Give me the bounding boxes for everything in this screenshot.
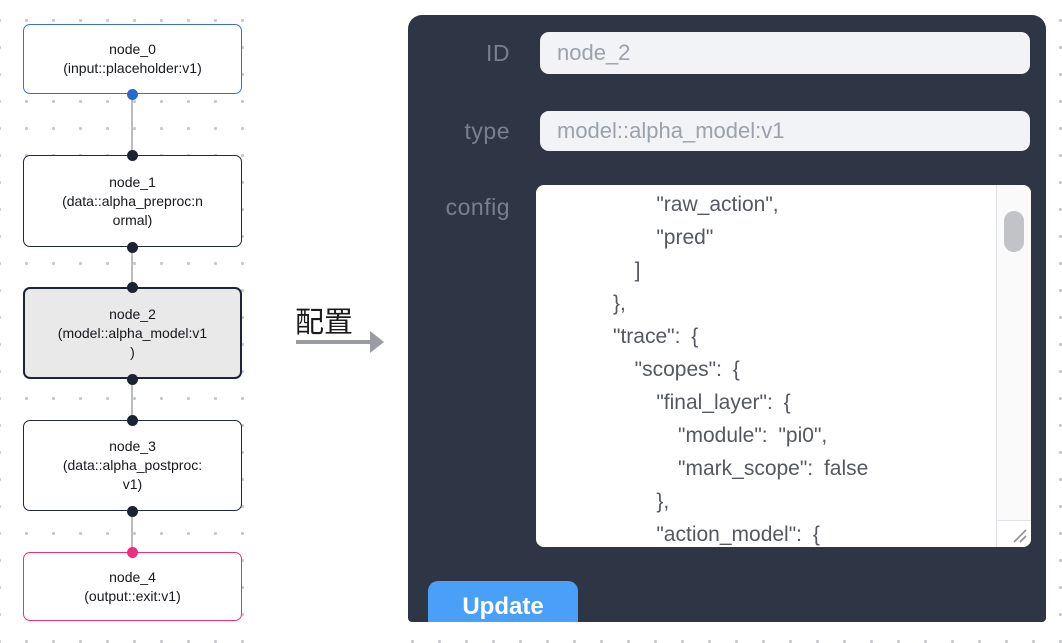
id-field-label: ID [486,40,510,66]
handle-node3-bottom[interactable] [127,505,138,517]
scrollbar-thumb[interactable] [1004,211,1024,252]
handle-node2-bottom[interactable] [127,373,138,385]
arrow-right-icon [296,329,388,355]
handle-node1-top[interactable] [127,149,138,161]
node-type-label: (model::alpha_model:v1 ) [57,324,208,360]
handle-node1-bottom[interactable] [127,241,138,253]
update-button[interactable]: Update [428,581,578,622]
handle-node0-bottom[interactable] [127,88,138,100]
config-textarea[interactable]: "raw_action", "pred" ] }, "trace": { "sc… [536,185,1031,547]
node-title: node_0 [109,41,156,57]
flow-node-2-selected[interactable]: node_2 (model::alpha_model:v1 ) [23,287,242,379]
flow-canvas[interactable]: node_0 (input::placeholder:v1) node_1 (d… [0,0,268,643]
edge-node2-node3 [131,379,133,421]
config-json-text[interactable]: "raw_action", "pred" ] }, "trace": { "sc… [613,193,869,546]
flow-node-4[interactable]: node_4 (output::exit:v1) [23,552,242,621]
handle-node2-top[interactable] [127,281,138,293]
node-title: node_2 [109,305,156,322]
edge-node1-node2 [131,247,133,288]
config-annotation-label: 配置 [295,307,354,339]
edge-node3-node4 [131,511,133,553]
update-button-label: Update [462,593,544,620]
node-title: node_1 [109,173,156,190]
config-scrollbar-track[interactable] [996,185,1031,520]
id-input[interactable] [540,32,1030,74]
node-type-label: (output::exit:v1) [84,587,181,604]
flow-node-3[interactable]: node_3 (data::alpha_postproc: v1) [23,420,242,511]
node-config-panel: ID type config "raw_action", "pred" ] },… [408,15,1046,622]
edge-node0-node1 [131,94,133,156]
node-title: node_4 [109,568,156,585]
node-type-label: (input::placeholder:v1) [63,60,202,76]
flow-node-0[interactable]: node_0 (input::placeholder:v1) [23,24,242,94]
config-field-label: config [445,194,510,220]
node-type-label: (data::alpha_postproc: v1) [62,457,203,492]
node-title: node_3 [109,438,156,454]
type-input[interactable] [540,111,1030,151]
type-field-label: type [464,118,510,144]
handle-node4-top[interactable] [127,546,138,558]
node-type-label: (data::alpha_preproc:n ormal) [62,192,203,228]
flow-node-1[interactable]: node_1 (data::alpha_preproc:n ormal) [23,155,242,247]
handle-node3-top[interactable] [127,414,138,426]
resize-grip-icon[interactable] [996,520,1031,547]
